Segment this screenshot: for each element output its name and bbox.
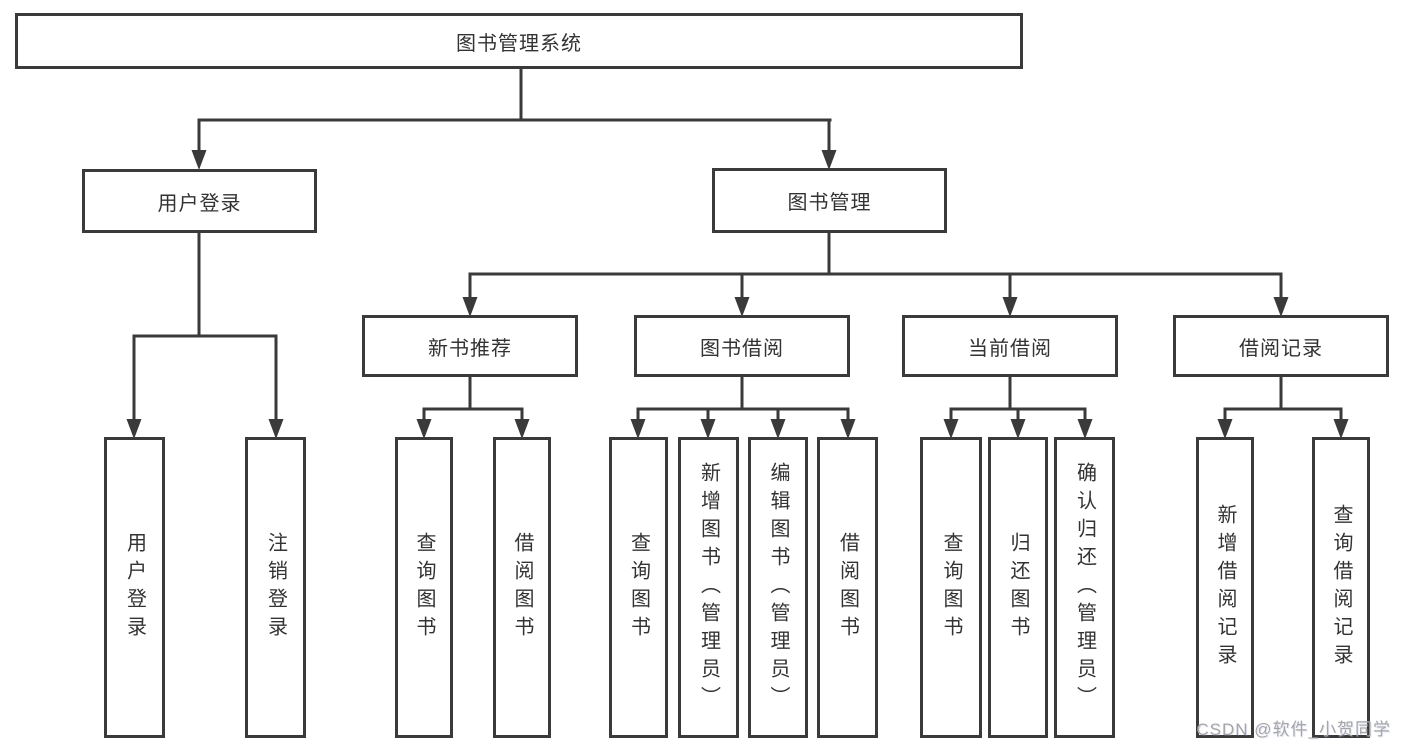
node-query-borrow-record: 查询借阅记录 bbox=[1312, 437, 1370, 738]
node-label: 新书推荐 bbox=[428, 337, 512, 360]
node-query-books-recommend: 查询图书 bbox=[395, 437, 453, 738]
node-label: 当前借阅 bbox=[968, 337, 1052, 360]
node-label: 查询借阅记录 bbox=[1330, 503, 1352, 672]
connector-arrow bbox=[840, 419, 856, 439]
node-label: 编辑图书（管理员） bbox=[767, 461, 789, 714]
connector-arrow bbox=[268, 419, 284, 439]
node-borrow-books-recommend: 借阅图书 bbox=[493, 437, 551, 738]
node-logout: 注销登录 bbox=[245, 437, 306, 738]
node-query-books-current: 查询图书 bbox=[920, 437, 982, 738]
node-label: 借阅图书 bbox=[511, 531, 533, 644]
node-label: 注销登录 bbox=[264, 531, 287, 644]
node-label: 图书管理系统 bbox=[456, 32, 582, 55]
connector-arrow bbox=[1002, 297, 1018, 317]
node-book-borrowing: 图书借阅 bbox=[634, 315, 850, 377]
connector-arrow bbox=[1077, 419, 1093, 439]
node-label: 查询图书 bbox=[627, 531, 650, 644]
node-label: 借阅记录 bbox=[1239, 337, 1323, 360]
connector-arrow bbox=[821, 150, 837, 170]
node-new-book-recommend: 新书推荐 bbox=[362, 315, 578, 377]
node-borrowing-records: 借阅记录 bbox=[1173, 315, 1389, 377]
connector-arrow bbox=[191, 150, 207, 170]
node-label: 用户登录 bbox=[157, 192, 242, 215]
connector-arrow bbox=[514, 419, 530, 439]
node-return-books: 归还图书 bbox=[988, 437, 1048, 738]
node-label: 确认归还（管理员） bbox=[1073, 461, 1096, 714]
node-label: 用户登录 bbox=[123, 531, 146, 644]
node-edit-book-admin: 编辑图书（管理员） bbox=[748, 437, 808, 738]
node-label: 新增图书（管理员） bbox=[697, 461, 720, 714]
node-library-management-system: 图书管理系统 bbox=[15, 13, 1023, 69]
node-label: 借阅图书 bbox=[836, 531, 859, 644]
page-watermark: CSDN @软件_小贺同学 bbox=[1196, 720, 1391, 739]
connector-arrow bbox=[630, 419, 646, 439]
node-borrow-books-leaf: 借阅图书 bbox=[817, 437, 878, 738]
node-user-login: 用户登录 bbox=[82, 169, 317, 233]
node-label: 查询图书 bbox=[413, 531, 435, 644]
connector-arrow bbox=[1217, 419, 1233, 439]
node-query-books-borrowing: 查询图书 bbox=[609, 437, 668, 738]
node-user-login-leaf: 用户登录 bbox=[104, 437, 165, 738]
connector-arrow bbox=[126, 419, 142, 439]
node-label: 查询图书 bbox=[940, 531, 962, 644]
node-label: 图书管理 bbox=[787, 192, 872, 214]
connector-arrow bbox=[700, 419, 716, 439]
connector-arrow bbox=[734, 297, 750, 317]
node-add-book-admin: 新增图书（管理员） bbox=[678, 437, 739, 738]
connector-arrow bbox=[770, 419, 786, 439]
node-add-borrow-record: 新增借阅记录 bbox=[1196, 437, 1254, 738]
connector-arrow bbox=[943, 419, 959, 439]
connector-arrow bbox=[1333, 419, 1349, 439]
connector-arrow bbox=[462, 297, 478, 317]
node-label: 新增借阅记录 bbox=[1214, 503, 1236, 672]
node-label: 归还图书 bbox=[1007, 531, 1029, 644]
connector-arrow bbox=[1273, 297, 1289, 317]
connector-line bbox=[132, 65, 1343, 423]
connector-arrow bbox=[416, 419, 432, 439]
node-current-borrowing: 当前借阅 bbox=[902, 315, 1118, 377]
connector-arrow bbox=[1010, 419, 1026, 439]
node-book-management: 图书管理 bbox=[712, 168, 947, 233]
node-label: 图书借阅 bbox=[700, 337, 784, 360]
node-confirm-return-admin: 确认归还（管理员） bbox=[1054, 437, 1115, 738]
